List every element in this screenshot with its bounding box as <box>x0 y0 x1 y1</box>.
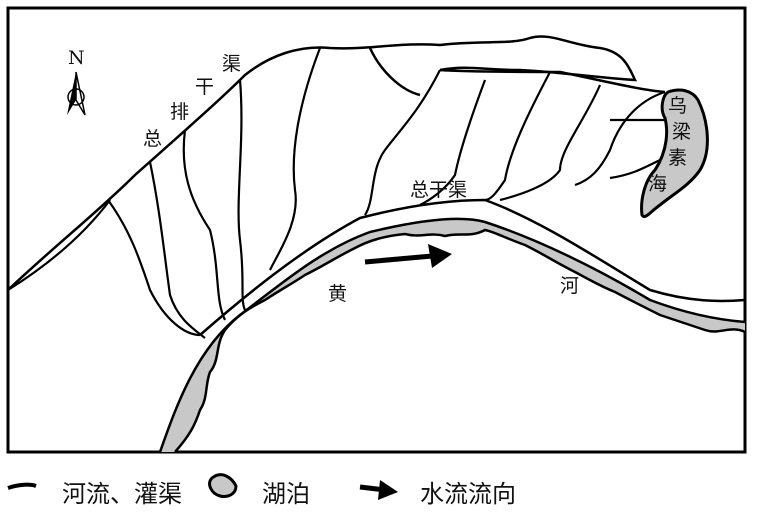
river-label-char: 河 <box>560 275 579 297</box>
drain-label-char: 渠 <box>222 53 241 75</box>
legend-flow-direction: 水流流向 <box>420 480 516 508</box>
main-canal-label: 总干渠 <box>410 179 467 201</box>
lake-label-char: 乌 <box>668 95 687 117</box>
legend-arrow-icon <box>359 480 398 500</box>
legend-lake-icon <box>208 473 238 498</box>
yellow-river-south-bank <box>174 228 746 453</box>
flow-direction-arrow <box>364 244 452 268</box>
drain-east-segment <box>368 47 666 97</box>
yellow-river-fill <box>160 218 745 452</box>
drain-label-char: 排 <box>170 101 189 123</box>
lake-wuliangsuhai <box>640 88 709 219</box>
main-canal <box>199 198 746 336</box>
main-drain-canal <box>7 35 638 291</box>
lake-label-char: 素 <box>668 147 687 169</box>
river-label-char: 黄 <box>328 283 347 305</box>
north-label: N <box>68 47 85 69</box>
branch-canals <box>7 47 666 339</box>
lake-label-char: 海 <box>648 173 667 195</box>
legend-river-canal: 河流、灌渠 <box>62 480 182 508</box>
north-arrow-icon <box>67 71 86 116</box>
drain-label-char: 干 <box>195 76 214 98</box>
yellow-river-north-bank <box>158 217 746 453</box>
drain-label-char: 总 <box>143 128 162 150</box>
lake-label-char: 梁 <box>672 121 691 143</box>
map-frame <box>6 6 747 454</box>
legend-line-icon <box>7 482 37 490</box>
legend-lake: 湖泊 <box>262 480 310 508</box>
